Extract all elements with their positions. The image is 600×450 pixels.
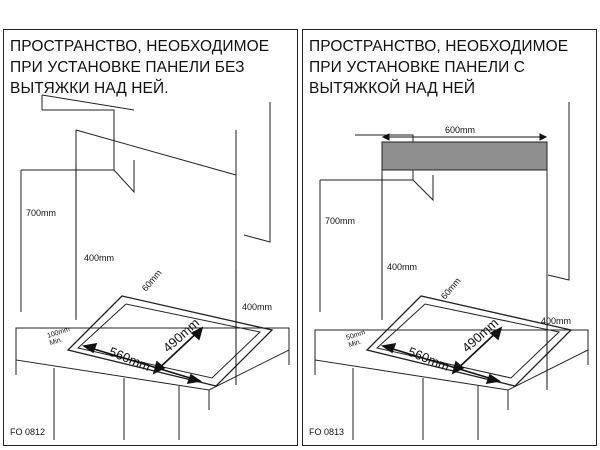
hob-outline bbox=[66, 295, 274, 387]
clearance-right-label: 400mm bbox=[242, 302, 272, 312]
cabinet-height-label: 700mm bbox=[26, 208, 56, 218]
width-label: 560mm bbox=[107, 344, 153, 374]
hob-outline bbox=[365, 295, 573, 387]
panel-caption: ПРОСТРАНСТВО, НЕОБХОДИМОЕ ПРИ УСТАНОВКЕ … bbox=[10, 38, 270, 97]
side-wall bbox=[547, 102, 570, 281]
cabinet-height-label: 700mm bbox=[325, 216, 355, 226]
clearance-right-label: 400mm bbox=[541, 316, 571, 326]
panel-caption: ПРОСТРАНСТВО, НЕОБХОДИМОЕ ПРИ УСТАНОВКЕ … bbox=[309, 38, 569, 97]
width-arrow bbox=[382, 345, 500, 382]
hood bbox=[381, 141, 548, 171]
side-gap-label: 60mm bbox=[439, 276, 463, 302]
countertop bbox=[314, 329, 589, 391]
clearance-left-label: 400mm bbox=[84, 253, 114, 263]
countertop bbox=[15, 327, 290, 391]
figure-code: FO 0812 bbox=[10, 427, 46, 437]
hob-cutout bbox=[76, 303, 262, 379]
hood-width-label: 600mm bbox=[445, 125, 475, 135]
front-gap-label: 50mmMin. bbox=[345, 329, 368, 349]
upper-cabinet bbox=[21, 109, 115, 171]
width-label: 560mm bbox=[406, 344, 452, 374]
installation-drawing: 700mm 400mm 400mm 60mm 100mmMin. 560mm 4… bbox=[15, 94, 290, 440]
side-gap-label: 60mm bbox=[140, 268, 164, 294]
clearance-left-label: 400mm bbox=[387, 262, 417, 272]
diagram-panel-no-hood: ПРОСТРАНСТВО, НЕОБХОДИМОЕ ПРИ УСТАНОВКЕ … bbox=[3, 29, 298, 446]
hob-cutout bbox=[375, 303, 561, 379]
figure-code: FO 0813 bbox=[309, 427, 345, 437]
side-wall bbox=[243, 102, 271, 243]
width-arrow bbox=[83, 345, 201, 382]
front-gap-label: 100mmMin. bbox=[46, 326, 73, 347]
diagram-panel-with-hood: ПРОСТРАНСТВО, НЕОБХОДИМОЕ ПРИ УСТАНОВКЕ … bbox=[302, 29, 597, 446]
installation-drawing: 600mm 700mm 400mm 400mm 60mm 50mmMin. 56… bbox=[314, 102, 589, 440]
